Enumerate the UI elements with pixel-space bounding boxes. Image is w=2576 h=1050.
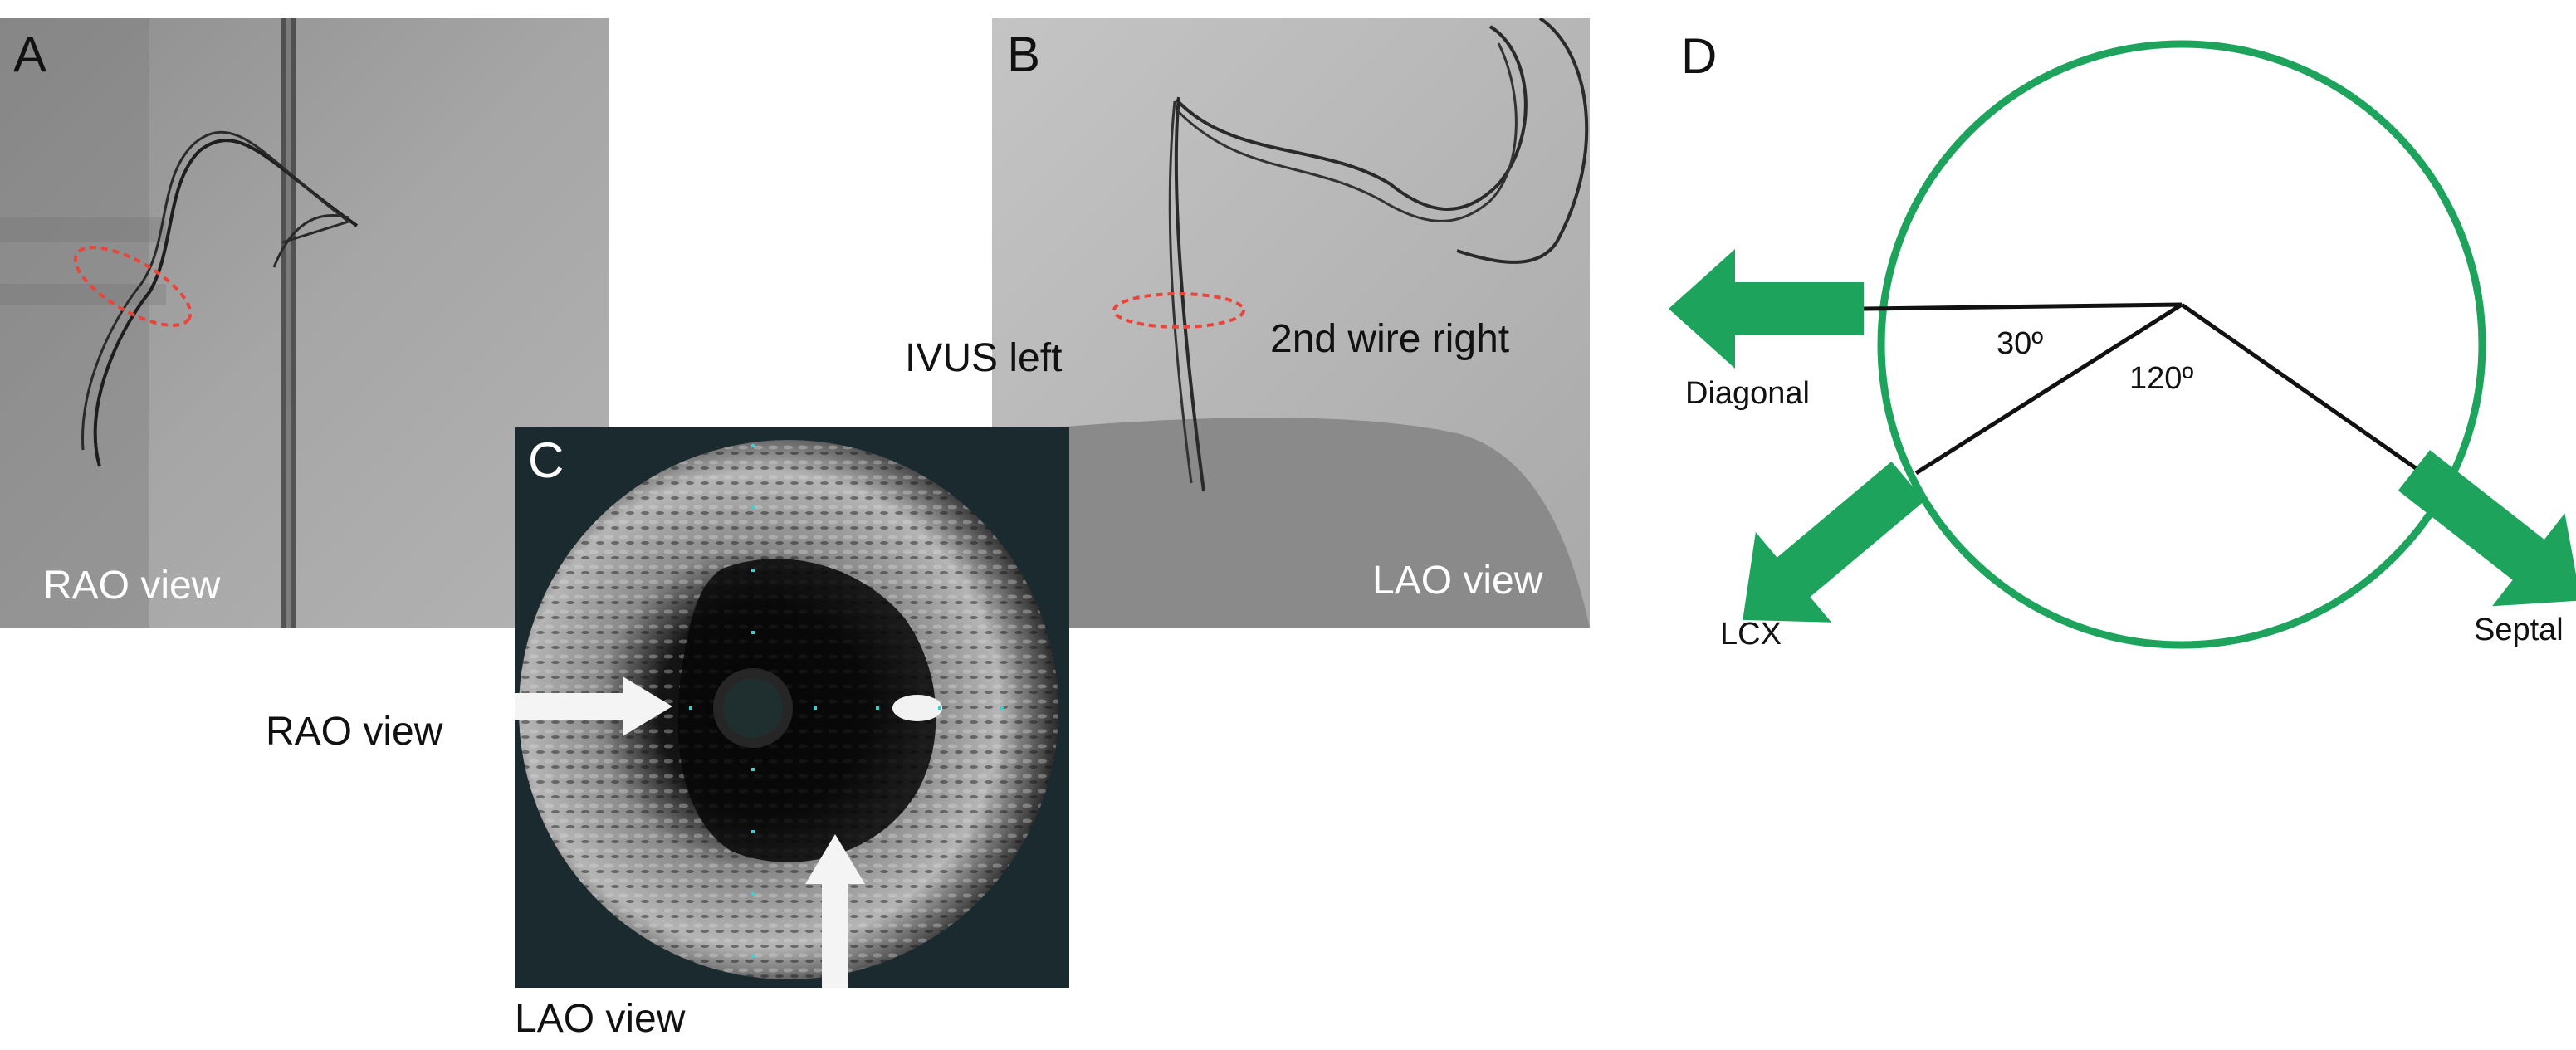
label-lcx: LCX bbox=[1720, 617, 1782, 652]
ivus-cross-section bbox=[515, 427, 1069, 988]
panel-c-ivus-image: C bbox=[515, 427, 1069, 988]
vessel-circle bbox=[1877, 40, 2486, 649]
caption-lao-view: LAO view bbox=[1372, 559, 1543, 603]
line-to-diagonal bbox=[1863, 302, 2183, 311]
panel-letter-c: C bbox=[528, 432, 565, 488]
panel-a-rao-angiogram: A RAO view bbox=[0, 18, 609, 628]
label-ivus-left: IVUS left bbox=[905, 336, 1063, 380]
label-2nd-wire-right: 2nd wire right bbox=[1270, 317, 1510, 361]
arrow-down-right-icon bbox=[2398, 450, 2576, 607]
line-to-septal bbox=[2180, 302, 2434, 482]
caption-rao-view: RAO view bbox=[43, 564, 221, 608]
arrow-right-icon bbox=[515, 676, 672, 736]
label-diagonal: Diagonal bbox=[1685, 376, 1810, 411]
roi-ellipse-a bbox=[73, 246, 193, 327]
angiogram-a-image bbox=[0, 18, 609, 628]
panel-letter-d: D bbox=[1681, 28, 1718, 84]
branch-angle-diagram bbox=[1669, 40, 2576, 649]
label-lao-view-arrow: LAO view bbox=[515, 997, 686, 1041]
arrow-left-icon bbox=[1669, 249, 1864, 369]
panel-b-lao-angiogram: B LAO view bbox=[992, 18, 1590, 628]
line-to-lcx bbox=[1914, 302, 2183, 476]
panel-letter-b: B bbox=[1007, 27, 1041, 82]
label-rao-view-arrow: RAO view bbox=[266, 710, 443, 754]
label-angle-120: 120º bbox=[2129, 361, 2194, 396]
roi-ellipse-b bbox=[1112, 292, 1245, 329]
label-septal: Septal bbox=[2474, 613, 2564, 647]
panel-letter-a: A bbox=[13, 27, 47, 82]
angiogram-b-image bbox=[992, 18, 1590, 628]
arrow-down-left-icon bbox=[1743, 461, 1925, 623]
panel-d-branch-schematic: D Diagonal LCX Septal 30º 120º bbox=[1644, 0, 2576, 664]
arrow-up-icon bbox=[805, 834, 865, 988]
label-angle-30: 30º bbox=[1997, 326, 2044, 361]
